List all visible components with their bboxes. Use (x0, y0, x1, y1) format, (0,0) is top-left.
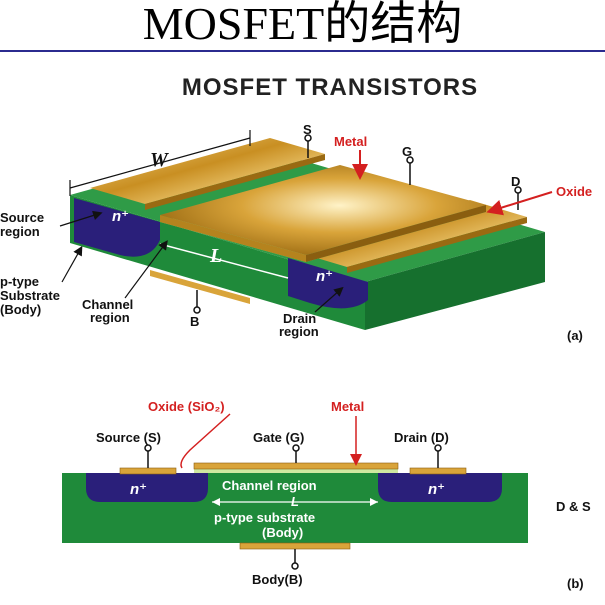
channel-region-label-b: Channel region (222, 478, 317, 493)
substrate-line2: Substrate (0, 288, 60, 303)
gate-label-b: Gate (G) (253, 430, 304, 445)
drain-region-line1: Drain (283, 311, 316, 326)
source-metal-b (119, 467, 177, 475)
width-label: W (150, 149, 169, 171)
gate-metal (160, 165, 486, 255)
figure-b-label: (b) (567, 576, 584, 591)
substrate-line3: (Body) (0, 302, 41, 317)
length-label-b: L (291, 494, 299, 509)
source-label-b: Source (S) (96, 430, 161, 445)
figure-b-cross-section: Oxide (SiO₂) Metal Source (S) Gate (G) D… (62, 399, 591, 591)
length-label-a: L (209, 245, 222, 267)
terminal-s-label: S (303, 122, 312, 137)
gate-metal-b (193, 462, 399, 470)
oxide-label-a: Oxide (556, 184, 592, 199)
substrate-label-b2: (Body) (262, 525, 303, 540)
metal-label-b: Metal (331, 399, 364, 414)
oxide-label-b: Oxide (SiO₂) (148, 399, 225, 414)
terminal-b-label: B (190, 314, 199, 329)
substrate-right-face (365, 232, 545, 330)
slide-title: MOSFET的结构 (142, 0, 463, 49)
figure-heading: MOSFET TRANSISTORS (181, 74, 479, 101)
terminal-d-label: D (511, 174, 520, 189)
n-plus-left-label-a: n⁺ (112, 208, 129, 225)
drain-region-line2: region (279, 324, 319, 339)
oxide-layer-b (194, 469, 398, 473)
n-plus-right-label-b: n⁺ (428, 481, 445, 498)
source-region-line1: Source (0, 210, 44, 225)
title-divider (0, 50, 605, 52)
body-metal (150, 270, 250, 304)
source-metal (90, 138, 325, 204)
n-plus-right-well (378, 473, 502, 502)
drain-label-b: Drain (D) (394, 430, 449, 445)
n-plus-right-region (288, 258, 368, 309)
channel-region-line2: region (90, 310, 130, 325)
channel-region-line1: Channel (82, 297, 133, 312)
figure-a-3d-view: S G D B Metal Oxide W L n⁺ n⁺ Source reg… (0, 122, 592, 343)
body-label-b: Body(B) (252, 572, 303, 587)
n-plus-left-label-b: n⁺ (130, 481, 147, 498)
terminal-g-label: G (402, 144, 412, 159)
body-metal-b (239, 542, 351, 550)
figure-a-label: (a) (567, 328, 583, 343)
n-plus-right-label-a: n⁺ (316, 268, 333, 285)
substrate-label-b1: p-type substrate (214, 510, 315, 525)
n-plus-left-well (86, 473, 208, 502)
metal-label-a: Metal (334, 134, 367, 149)
side-note-b: D & S (556, 499, 591, 514)
source-region-line2: region (0, 224, 40, 239)
substrate-line1: p-type (0, 274, 39, 289)
drain-metal-b (409, 467, 467, 475)
